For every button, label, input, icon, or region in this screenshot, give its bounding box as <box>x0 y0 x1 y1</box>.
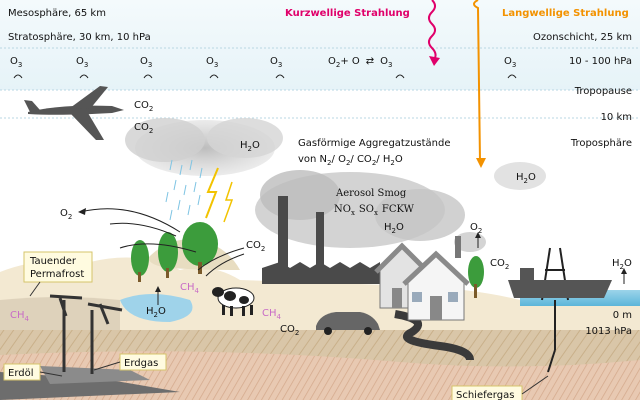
factory <box>262 196 380 284</box>
longwave-radiation-line <box>473 0 481 163</box>
ozone-reaction: O2+ O⇄O3 <box>328 56 393 69</box>
ozone-labels: O3 O3 O3 O3 O3 O3 O2+ O⇄O3 <box>10 56 516 69</box>
o2-forest-label: O2 <box>60 208 72 221</box>
ch4-label-permafrost: CH4 <box>10 310 30 323</box>
longwave-arrowhead <box>476 158 486 168</box>
svg-text:Erdgas: Erdgas <box>124 358 158 369</box>
airplane-icon <box>24 86 124 140</box>
tropopause-height-label: 10 km <box>601 112 632 123</box>
cow-icon <box>212 287 255 316</box>
longwave-label: Langwellige Strahlung <box>502 8 629 19</box>
road <box>394 310 474 361</box>
callout-oil: Erdöl <box>3 363 63 381</box>
ship-icon <box>508 268 612 298</box>
callout-shale: Schiefergas <box>451 375 549 400</box>
trees <box>131 222 484 298</box>
svg-text:O3: O3 <box>140 56 152 69</box>
sea-level-pressure-label: 1013 hPa <box>585 326 632 337</box>
svg-text:O3: O3 <box>206 56 218 69</box>
h2o-house-label: H2O <box>384 222 404 235</box>
stratosphere-band <box>0 0 640 90</box>
smog-title: Aerosol Smog <box>335 188 407 199</box>
ch4-label-hill: CH4 <box>180 282 200 295</box>
svg-text:O3: O3 <box>10 56 22 69</box>
o2-arrows <box>79 208 245 277</box>
svg-text:O3: O3 <box>270 56 282 69</box>
shortwave-radiation-line <box>428 0 437 61</box>
svg-text:O3: O3 <box>76 56 88 69</box>
smog-cloud <box>255 170 465 248</box>
lake <box>120 294 193 322</box>
co2-plane-label-1: CO2 <box>134 100 153 113</box>
aggregate-line1: Gasförmige Aggregatzustände <box>298 138 451 149</box>
h2o-sea-label: H2O <box>612 258 632 271</box>
small-cloud <box>494 162 546 190</box>
h2o-small-cloud-label: H2O <box>516 172 536 185</box>
stratosphere-label: Stratosphäre, 30 km, 10 hPa <box>8 32 151 43</box>
h2o-up-arrowhead <box>155 286 161 292</box>
shortwave-arrowhead <box>429 56 440 66</box>
lightning-bolt <box>205 167 219 219</box>
pumpjack-left <box>49 294 83 372</box>
lightning-bolt-small <box>223 181 234 223</box>
svg-text:O3: O3 <box>504 56 516 69</box>
co2-tree-label: CO2 <box>490 258 509 271</box>
troposphere-label: Troposphäre <box>570 138 632 149</box>
svg-text:Schiefergas: Schiefergas <box>456 390 514 400</box>
callout-gas: Erdgas <box>93 353 167 371</box>
shortwave-label: Kurzwellige Strahlung <box>285 8 410 19</box>
sea-h2o-up-arrowhead <box>621 268 627 274</box>
sea-level-label: 0 m <box>613 310 632 321</box>
svg-text:Permafrost: Permafrost <box>30 269 84 280</box>
co2-plane-label-2: CO2 <box>134 122 153 135</box>
rain <box>165 159 203 221</box>
tropopause-label: Tropopause <box>574 86 632 97</box>
ozone-layer-label: Ozonschicht, 25 km <box>533 32 632 43</box>
ch4-label-cow: CH4 <box>262 308 282 321</box>
callout-permafrost: Tauender Permafrost <box>23 251 93 297</box>
co2-car-label: CO2 <box>280 324 299 337</box>
oil-reservoir <box>0 372 180 400</box>
houses <box>374 236 470 321</box>
pumpjack-right <box>87 302 123 374</box>
mesosphere-label: Mesosphäre, 65 km <box>8 8 106 19</box>
ozone-pressure-label: 10 - 100 hPa <box>569 56 632 67</box>
co2-forest-label: CO2 <box>246 240 265 253</box>
storm-cloud <box>125 118 283 176</box>
o2-up-arrowhead <box>475 232 481 238</box>
car-icon <box>316 312 380 335</box>
h2o-lake-label: H2O <box>146 306 166 319</box>
h2o-cloud-label: H2O <box>240 140 260 153</box>
ozone-curl-icons <box>13 74 517 79</box>
o2-arrowhead <box>78 208 86 215</box>
svg-text:Tauender: Tauender <box>29 256 77 267</box>
o2-tree-label: O2 <box>470 222 482 235</box>
aggregate-line2: von N2/ O2/ CO2/ H2O <box>298 154 403 167</box>
svg-text:Erdöl: Erdöl <box>8 368 34 379</box>
